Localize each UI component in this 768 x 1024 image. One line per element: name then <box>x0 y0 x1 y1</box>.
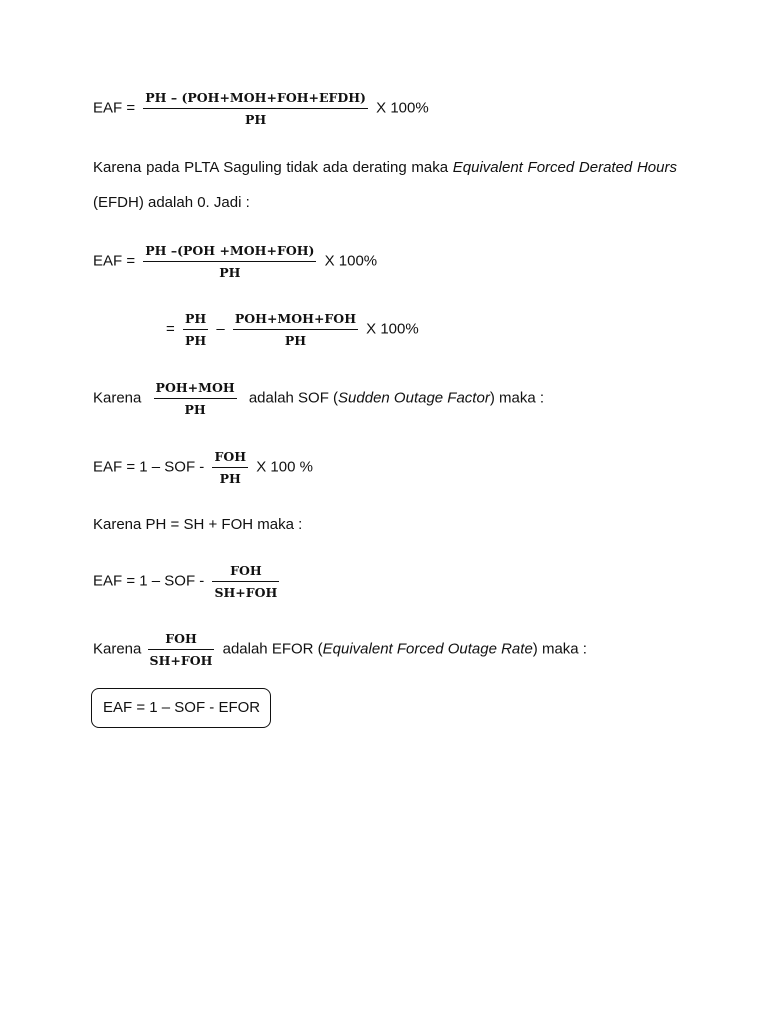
eq3-fraction-2: POH+MOH+FOH PH <box>232 311 358 348</box>
line8-italic: Equivalent Forced Outage Rate <box>322 640 533 658</box>
line4-italic: Sudden Outage Factor <box>338 389 490 407</box>
line8-fraction: FOH SH+FOH <box>147 631 215 668</box>
equation-eaf-split: = PH PH – POH+MOH+FOH PH X 100% <box>166 311 419 348</box>
eq5-numerator: FOH <box>212 449 249 468</box>
eq1-rhs: X 100% <box>376 99 429 117</box>
eq1-denominator: PH <box>245 112 267 127</box>
line4-denominator: PH <box>184 402 206 417</box>
eq5-rhs: X 100 % <box>256 458 313 476</box>
eq3-denominator-2: PH <box>284 333 307 348</box>
eq3-lhs: = <box>166 320 175 338</box>
eq5-fraction: FOH PH <box>212 449 249 486</box>
eq3-rhs: X 100% <box>366 320 419 338</box>
line8-denominator: SH+FOH <box>149 653 213 668</box>
eq1-lhs: EAF = <box>93 99 136 117</box>
eq1-numerator: PH – (POH+MOH+FOH+EFDH) <box>143 90 368 109</box>
eq1-fraction: PH – (POH+MOH+FOH+EFDH) PH <box>143 90 368 127</box>
eq7-denominator: SH+FOH <box>214 585 278 600</box>
eq3-minus: – <box>216 320 225 338</box>
definition-efor: Karena FOH SH+FOH adalah EFOR (Equivalen… <box>93 631 587 668</box>
line4-mid: adalah SOF ( <box>248 389 339 407</box>
eq2-lhs: EAF = <box>93 252 136 270</box>
equation-eaf-sh: EAF = 1 – SOF - FOH SH+FOH <box>93 563 283 600</box>
para1-text-1: Karena pada PLTA Saguling tidak ada dera… <box>93 159 453 176</box>
result-box: EAF = 1 – SOF - EFOR <box>91 688 271 728</box>
paragraph-derating: Karena pada PLTA Saguling tidak ada dera… <box>93 150 677 220</box>
eq5-lhs: EAF = 1 – SOF - <box>93 458 205 476</box>
eq3-numerator-1: PH <box>182 311 209 330</box>
eq2-denominator: PH <box>219 265 241 280</box>
eq3-numerator-2: POH+MOH+FOH <box>232 311 358 330</box>
eq7-lhs: EAF = 1 – SOF - <box>93 572 205 590</box>
equation-eaf-simplified: EAF = PH –(POH +MOH+FOH) PH X 100% <box>93 243 377 280</box>
eq7-fraction: FOH SH+FOH <box>212 563 280 600</box>
line4-numerator: POH+MOH <box>153 380 237 399</box>
eq2-fraction: PH –(POH +MOH+FOH) PH <box>143 243 317 280</box>
eq2-numerator: PH –(POH +MOH+FOH) <box>143 243 317 262</box>
equation-eaf-sof: EAF = 1 – SOF - FOH PH X 100 % <box>93 449 313 486</box>
line8-mid: adalah EFOR ( <box>222 640 323 658</box>
line4-lhs: Karena <box>93 389 142 407</box>
eq2-rhs: X 100% <box>324 252 378 270</box>
eq5-denominator: PH <box>219 471 241 486</box>
eq3-denominator-1: PH <box>184 333 207 348</box>
line8-numerator: FOH <box>147 631 215 650</box>
line4-rhs: ) maka : <box>489 389 544 407</box>
statement-ph: Karena PH = SH + FOH maka : <box>93 516 303 533</box>
para1-italic: Equivalent Forced Derated Hours <box>452 159 677 176</box>
para1-text-2: (EFDH) adalah 0. Jadi : <box>93 194 250 211</box>
definition-sof: Karena POH+MOH PH adalah SOF (Sudden Out… <box>93 380 544 417</box>
eq3-fraction-1: PH PH <box>182 311 209 348</box>
eq7-numerator: FOH <box>212 563 280 582</box>
equation-eaf-full: EAF = PH – (POH+MOH+FOH+EFDH) PH X 100% <box>93 90 429 127</box>
result-equation: EAF = 1 – SOF - EFOR <box>103 699 261 716</box>
line4-fraction: POH+MOH PH <box>153 380 237 417</box>
line8-lhs: Karena <box>93 640 142 658</box>
line8-rhs: ) maka : <box>532 640 587 658</box>
